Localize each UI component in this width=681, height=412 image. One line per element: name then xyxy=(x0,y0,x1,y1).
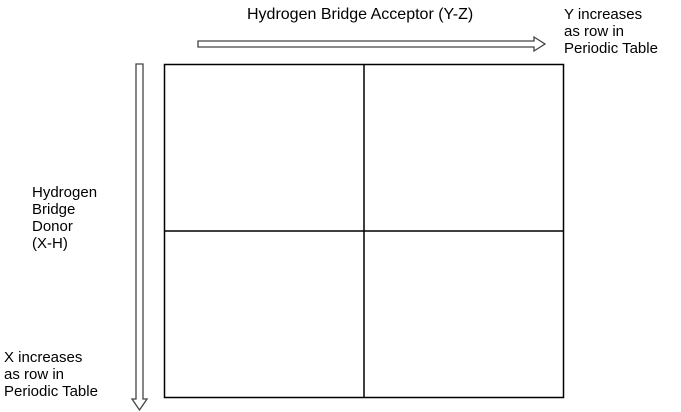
grid-2x2 xyxy=(163,63,565,399)
donor-arrow-icon xyxy=(130,63,149,412)
donor-axis-title: Hydrogen Bridge Donor (X-H) xyxy=(32,184,98,252)
acceptor-axis-note: Y increases as row in Periodic Table xyxy=(564,6,658,57)
acceptor-axis-title: Hydrogen Bridge Acceptor (Y-Z) xyxy=(247,6,474,23)
donor-axis-note: X increases as row in Periodic Table xyxy=(4,349,98,400)
acceptor-arrow-icon xyxy=(197,35,547,53)
